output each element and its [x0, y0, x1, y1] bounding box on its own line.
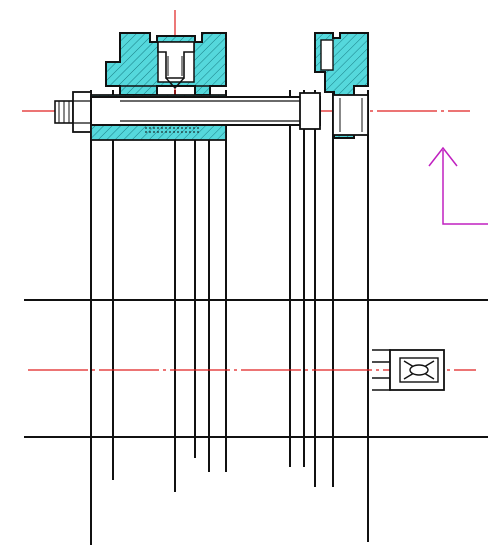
right-bracket-bore: [320, 39, 334, 71]
shaft-assembly: [54, 91, 369, 141]
view-direction-arrow: [428, 146, 488, 225]
arrow-head: [428, 146, 458, 167]
upper-pin-tip: [165, 77, 185, 90]
shaft-collar: [299, 92, 321, 130]
arrow-shaft: [442, 150, 488, 225]
shaft-body: [90, 96, 321, 126]
right-bore-lower: [332, 94, 369, 136]
hex-nut: [72, 91, 92, 133]
projection-lines: [90, 90, 369, 545]
left-housing-section: [105, 32, 227, 96]
lower-view-edges: [24, 299, 488, 438]
side-view-hole: [409, 364, 429, 376]
side-view-detail: [372, 349, 445, 391]
right-bracket-section: [314, 32, 369, 139]
